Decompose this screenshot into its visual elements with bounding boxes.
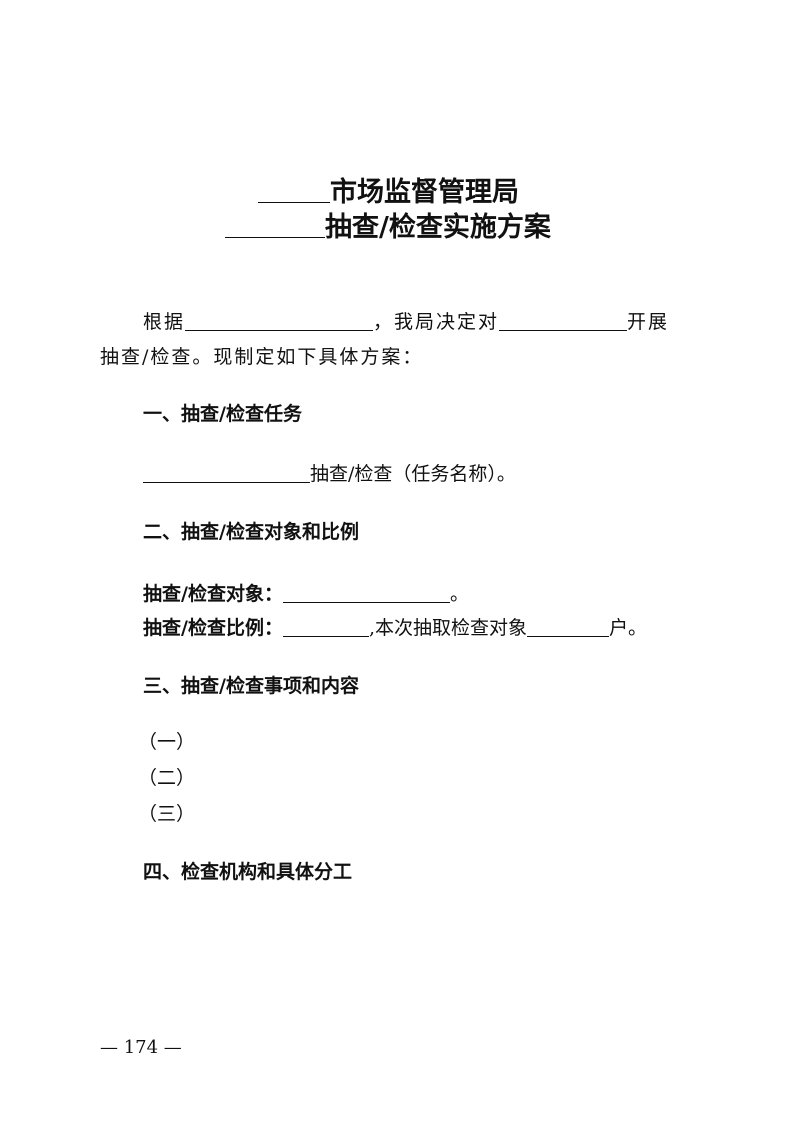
section-heading: 四、检查机构和具体分工 xyxy=(143,861,353,883)
blank-field[interactable] xyxy=(282,582,450,603)
text: 。 xyxy=(449,583,469,605)
blank-field[interactable] xyxy=(282,616,369,637)
text: 根据 xyxy=(143,311,186,333)
label: 抽查/检查对象： xyxy=(143,583,283,605)
task-line: 抽查/检查（任务名称）。 xyxy=(143,462,516,486)
object-line: 抽查/检查对象： 。 xyxy=(143,582,469,606)
blank-field[interactable] xyxy=(499,310,628,331)
title-line-2: 抽查/检查实施方案 xyxy=(225,211,551,245)
label: 抽查/检查比例： xyxy=(143,617,283,639)
section-heading: 二、抽查/检查对象和比例 xyxy=(143,521,359,543)
title-line-1: 市场监督管理局 xyxy=(258,176,519,210)
blank-field[interactable] xyxy=(143,462,310,483)
text: 户。 xyxy=(609,617,648,639)
text: ，我局决定对 xyxy=(373,311,500,333)
title-text: 市场监督管理局 xyxy=(330,177,519,208)
blank-field[interactable] xyxy=(258,176,330,203)
section-heading: 三、抽查/检查事项和内容 xyxy=(143,675,359,697)
intro-line-1: 根据 ，我局决定对 开展 xyxy=(143,310,669,334)
blank-field[interactable] xyxy=(527,616,609,637)
text: ,本次抽取检查对象 xyxy=(368,617,527,639)
list-item: （二） xyxy=(138,767,196,789)
ratio-line: 抽查/检查比例： ,本次抽取检查对象 户。 xyxy=(143,616,647,640)
intro-line-2: 抽查/检查。现制定如下具体方案： xyxy=(100,346,424,368)
list-item: （一） xyxy=(138,731,196,753)
list-item: （三） xyxy=(138,803,196,825)
text: 抽查/检查（任务名称）。 xyxy=(310,463,516,485)
title-text: 抽查/检查实施方案 xyxy=(325,212,551,243)
page-number: — 174 — xyxy=(100,1037,182,1058)
section-heading: 一、抽查/检查任务 xyxy=(143,403,302,425)
blank-field[interactable] xyxy=(185,310,374,331)
text: 开展 xyxy=(627,311,670,333)
blank-field[interactable] xyxy=(225,211,325,238)
